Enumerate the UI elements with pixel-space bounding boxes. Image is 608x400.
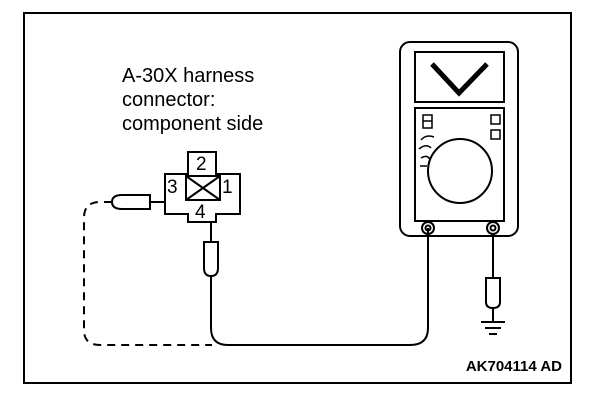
multimeter-display (414, 51, 505, 103)
harness-connector (164, 151, 241, 223)
test-lead (210, 228, 429, 346)
diagram-frame (23, 12, 572, 384)
connector-center-box (185, 175, 221, 201)
terminal-right (486, 221, 500, 235)
figure-code: AK704114 AD (465, 358, 562, 375)
ground-lead (485, 234, 501, 322)
connector-housing (164, 151, 241, 223)
caption-line: component side (122, 113, 264, 135)
ground-symbol-icon (481, 321, 505, 335)
pin-label-1: 1 (222, 177, 233, 198)
pin-label-4: 4 (195, 202, 206, 223)
multimeter-body (399, 41, 519, 237)
caption-line: connector: (122, 89, 216, 111)
multimeter-icon (399, 41, 519, 237)
range-dial (427, 138, 493, 204)
pin-label-2: 2 (196, 154, 207, 175)
voltage-symbol (430, 62, 489, 97)
test-probe-icon (110, 194, 165, 210)
terminal-left (421, 221, 435, 235)
caption-line: A-30X harness (122, 65, 255, 87)
connector-caption: A-30X harness connector: component side (122, 64, 263, 136)
multimeter-panel (414, 107, 505, 222)
test-probe-icon (203, 222, 219, 278)
pin-label-3: 3 (167, 177, 178, 198)
dashed-test-lead (83, 201, 212, 346)
